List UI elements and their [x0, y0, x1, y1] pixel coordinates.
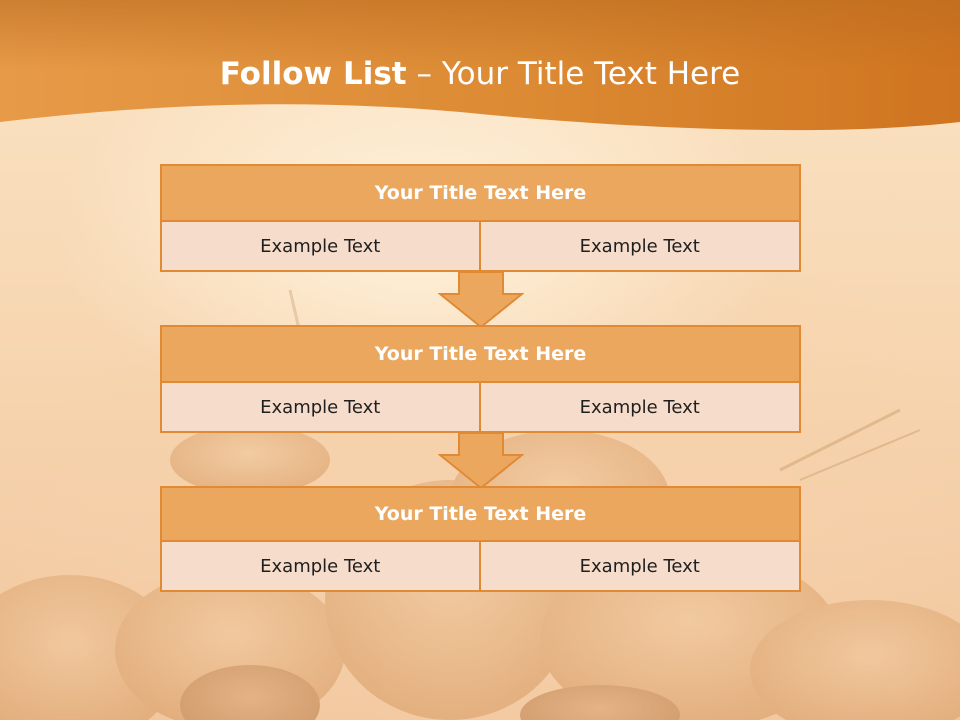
step-cell-right: Example Text	[480, 542, 801, 592]
slide-title: Follow List – Your Title Text Here	[0, 56, 960, 92]
step-row: Example Text Example Text	[160, 542, 801, 592]
step-row: Example Text Example Text	[160, 222, 801, 272]
step-cell-right: Example Text	[480, 222, 801, 272]
step-title: Your Title Text Here	[160, 486, 801, 542]
step-cell-right: Example Text	[480, 383, 801, 433]
slide-title-bold: Follow List	[219, 56, 407, 92]
step-cell-left: Example Text	[160, 222, 481, 272]
step-box-2: Your Title Text Here Example Text Exampl…	[160, 325, 801, 433]
arrow-down-icon	[438, 271, 524, 329]
step-cell-left: Example Text	[160, 383, 481, 433]
header-band	[0, 0, 960, 131]
step-cell-left: Example Text	[160, 542, 481, 592]
step-box-1: Your Title Text Here Example Text Exampl…	[160, 164, 801, 272]
step-title: Your Title Text Here	[160, 325, 801, 383]
arrow-down-icon	[438, 432, 524, 490]
step-box-3: Your Title Text Here Example Text Exampl…	[160, 486, 801, 592]
slide-title-rest: – Your Title Text Here	[416, 56, 741, 92]
step-row: Example Text Example Text	[160, 383, 801, 433]
step-title: Your Title Text Here	[160, 164, 801, 222]
